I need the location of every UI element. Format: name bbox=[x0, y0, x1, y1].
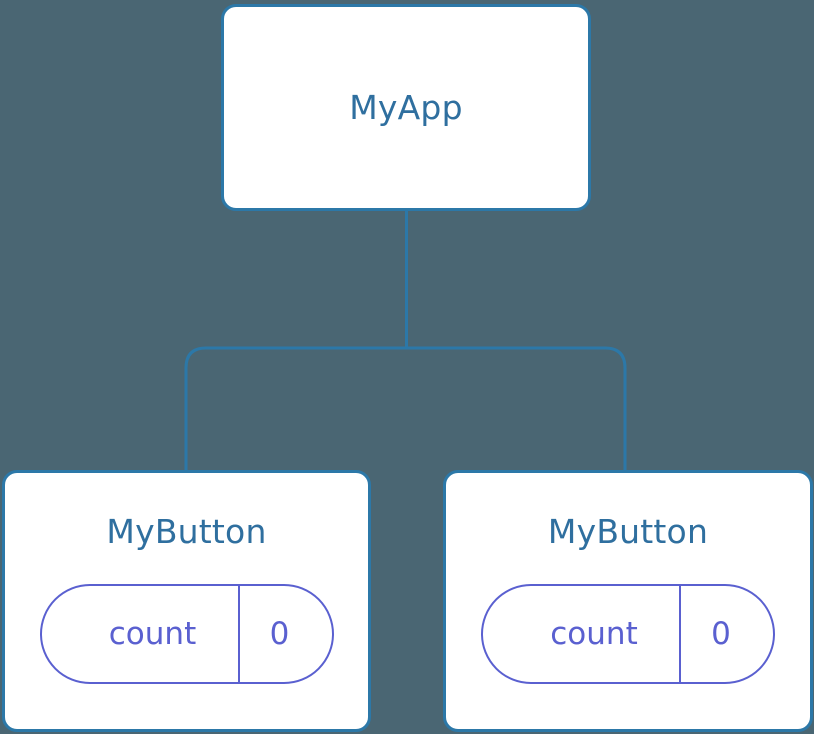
node-myapp-label: MyApp bbox=[349, 88, 463, 127]
state-pill-value-1: 0 bbox=[269, 615, 290, 652]
node-mybutton-2[interactable]: MyButton count 0 bbox=[443, 470, 813, 732]
state-pill-count-1[interactable]: count 0 bbox=[39, 584, 334, 684]
state-pill-key-2: count bbox=[550, 615, 638, 652]
state-pill-value-2: 0 bbox=[711, 615, 731, 652]
node-mybutton-2-label: MyButton bbox=[547, 512, 709, 551]
state-pill-divider-2 bbox=[679, 586, 681, 682]
state-pill-divider-1 bbox=[237, 586, 240, 682]
state-pill-key-1: count bbox=[108, 615, 197, 652]
connector-to-right-child bbox=[406, 346, 627, 471]
state-pill-count-2[interactable]: count 0 bbox=[481, 584, 775, 684]
node-mybutton-1-label: MyButton bbox=[106, 512, 267, 551]
connector-to-left-child bbox=[184, 346, 407, 471]
node-mybutton-1[interactable]: MyButton count 0 bbox=[2, 470, 371, 732]
node-myapp[interactable]: MyApp bbox=[221, 4, 591, 211]
